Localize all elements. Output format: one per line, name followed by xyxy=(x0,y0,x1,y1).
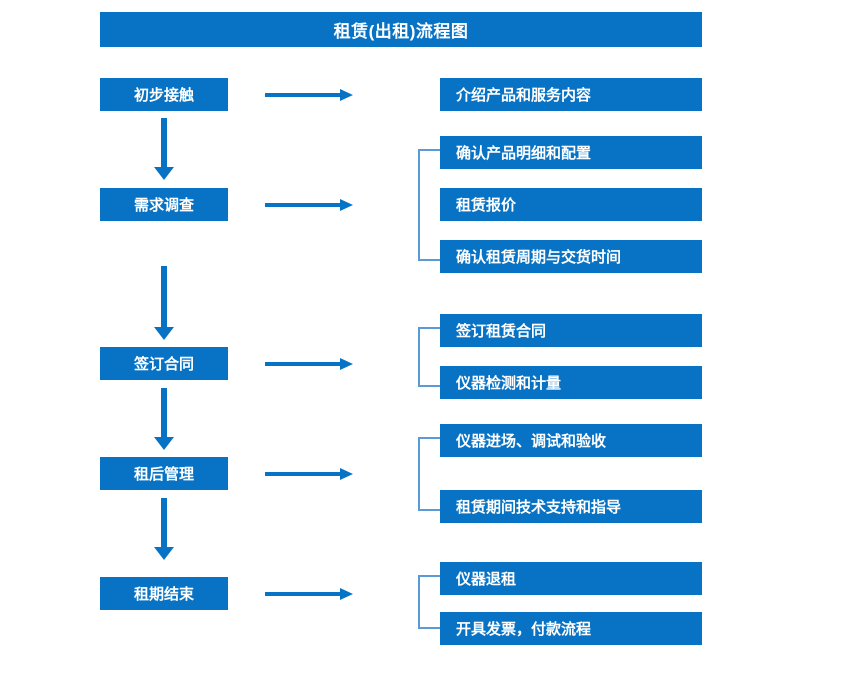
arrow-head xyxy=(340,89,353,101)
detail-box-technical-support-guidance[interactable]: 租赁期间技术支持和指导 xyxy=(440,490,702,523)
detail-label: 介绍产品和服务内容 xyxy=(456,87,592,104)
arrow-right-stage-1 xyxy=(265,86,353,104)
stage-box-sign-contract[interactable]: 签订合同 xyxy=(100,347,228,380)
detail-label: 确认租赁周期与交货时间 xyxy=(456,249,622,266)
arrow-right-stage-2 xyxy=(265,196,353,214)
arrow-head xyxy=(340,358,353,370)
detail-label: 确认产品明细和配置 xyxy=(456,145,592,162)
stage-box-initial-contact[interactable]: 初步接触 xyxy=(100,78,228,111)
arrow-right-stage-5 xyxy=(265,585,353,603)
arrow-shaft xyxy=(161,266,167,327)
detail-label: 租赁报价 xyxy=(456,197,517,214)
stage-box-demand-survey[interactable]: 需求调查 xyxy=(100,188,228,221)
stage-label: 需求调查 xyxy=(133,197,194,214)
bracket-stage-5 xyxy=(418,575,440,629)
stage-label: 租期结束 xyxy=(133,586,194,603)
detail-label: 开具发票，付款流程 xyxy=(456,621,592,638)
detail-box-intro-products-services[interactable]: 介绍产品和服务内容 xyxy=(440,78,702,111)
detail-box-instrument-test-metering[interactable]: 仪器检测和计量 xyxy=(440,366,702,399)
arrow-shaft xyxy=(265,203,341,207)
bracket-stage-2 xyxy=(418,149,440,261)
detail-label: 仪器检测和计量 xyxy=(456,375,562,392)
detail-box-rental-quote[interactable]: 租赁报价 xyxy=(440,188,702,221)
arrow-shaft xyxy=(161,388,167,437)
stage-box-post-rental-management[interactable]: 租后管理 xyxy=(100,457,228,490)
arrow-down-stage-3-to-4 xyxy=(154,388,174,450)
stage-box-lease-end[interactable]: 租期结束 xyxy=(100,577,228,610)
arrow-shaft xyxy=(265,592,341,596)
arrow-right-stage-3 xyxy=(265,355,353,373)
bracket-stage-3 xyxy=(418,327,440,387)
detail-box-confirm-product-spec[interactable]: 确认产品明细和配置 xyxy=(440,136,702,169)
arrow-shaft xyxy=(161,118,167,167)
arrow-shaft xyxy=(265,362,341,366)
detail-box-sign-rental-contract[interactable]: 签订租赁合同 xyxy=(440,314,702,347)
detail-box-instrument-entry-commission-acceptance[interactable]: 仪器进场、调试和验收 xyxy=(440,424,702,457)
arrow-head xyxy=(340,468,353,480)
arrow-head xyxy=(154,547,174,560)
detail-label: 租赁期间技术支持和指导 xyxy=(456,499,622,516)
detail-label: 仪器退租 xyxy=(456,571,517,588)
arrow-head xyxy=(154,327,174,340)
stage-label: 初步接触 xyxy=(133,87,194,104)
arrow-down-stage-4-to-5 xyxy=(154,498,174,560)
bracket-stage-4 xyxy=(418,437,440,511)
arrow-right-stage-4 xyxy=(265,465,353,483)
page-title: 租赁(出租)流程图 xyxy=(100,12,702,47)
arrow-head xyxy=(340,588,353,600)
arrow-down-stage-2-to-3 xyxy=(154,266,174,340)
detail-label: 签订租赁合同 xyxy=(456,323,547,340)
detail-box-instrument-return[interactable]: 仪器退租 xyxy=(440,562,702,595)
arrow-head xyxy=(154,437,174,450)
stage-label: 签订合同 xyxy=(133,356,194,373)
arrow-shaft xyxy=(161,498,167,547)
arrow-shaft xyxy=(265,93,341,97)
arrow-down-stage-1-to-2 xyxy=(154,118,174,180)
stage-label: 租后管理 xyxy=(133,466,194,483)
arrow-shaft xyxy=(265,472,341,476)
detail-label: 仪器进场、调试和验收 xyxy=(456,433,607,450)
detail-box-confirm-period-delivery[interactable]: 确认租赁周期与交货时间 xyxy=(440,240,702,273)
arrow-head xyxy=(340,199,353,211)
detail-box-invoice-payment-process[interactable]: 开具发票，付款流程 xyxy=(440,612,702,645)
arrow-head xyxy=(154,167,174,180)
